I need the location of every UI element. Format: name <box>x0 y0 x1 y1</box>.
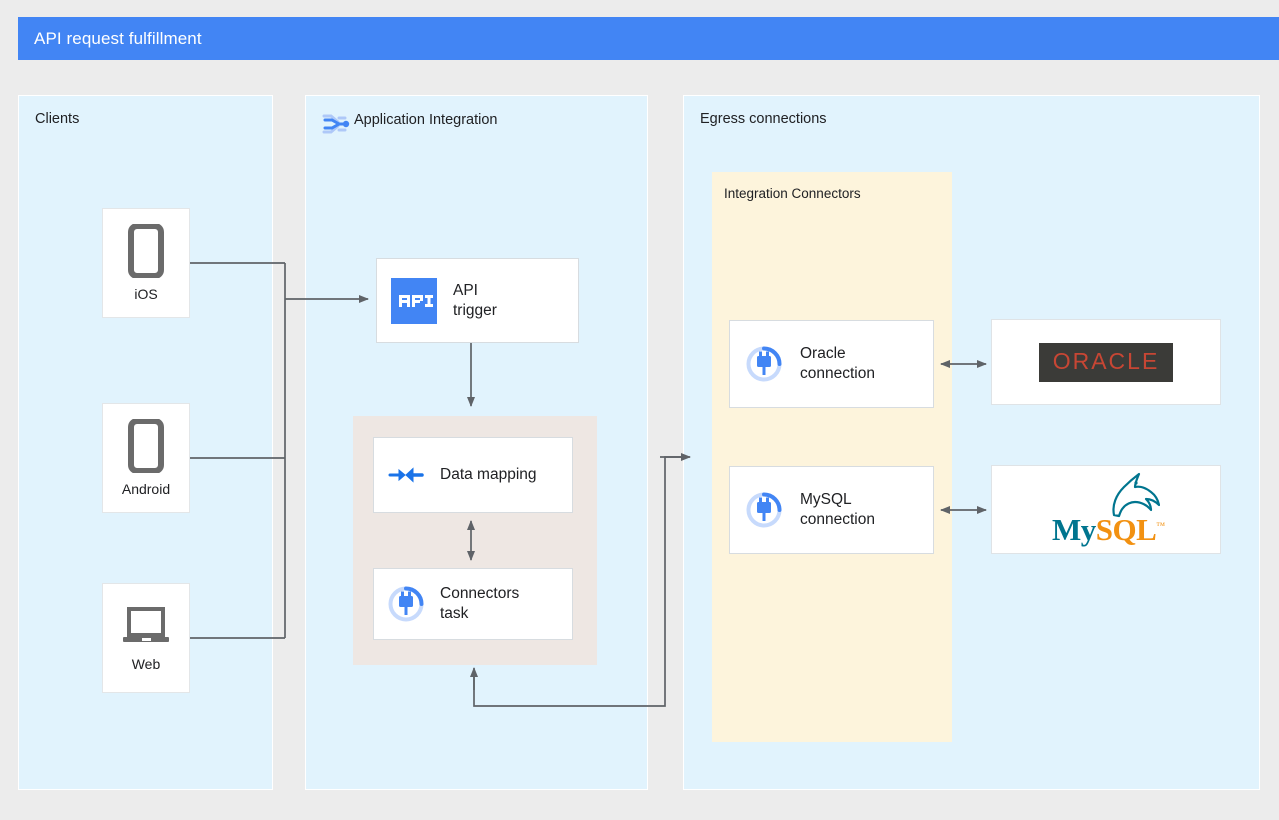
page-title: API request fulfillment <box>34 28 202 48</box>
oracle-logo: ORACLE <box>1038 342 1174 382</box>
client-card-android[interactable]: Android <box>102 403 190 513</box>
laptop-icon <box>120 604 172 648</box>
client-label: Web <box>131 656 161 672</box>
header-bar: API request fulfillment <box>18 17 1279 60</box>
oracle-wordmark: ORACLE <box>1052 347 1160 374</box>
data-mapping-icon <box>388 459 424 491</box>
group-integration-connectors-label: Integration Connectors <box>724 186 861 201</box>
dolphin-icon <box>1102 471 1161 521</box>
panel-egress-label: Egress connections <box>700 111 827 127</box>
phone-icon <box>126 419 166 473</box>
node-connectors-task[interactable]: Connectors task <box>373 568 573 640</box>
api-icon <box>391 277 437 324</box>
connector-plug-icon <box>744 344 784 384</box>
node-mysql-connection-label: MySQL connection <box>800 491 875 528</box>
system-oracle: ORACLE <box>991 319 1221 405</box>
system-mysql: MySQL™ <box>991 465 1221 554</box>
mysql-logo: MySQL™ <box>1050 471 1165 547</box>
node-data-mapping-label: Data mapping <box>440 466 537 484</box>
mysql-wordmark: MySQL™ <box>1052 514 1165 545</box>
client-card-ios[interactable]: iOS <box>102 208 190 318</box>
panel-application-integration-label: Application Integration <box>354 112 498 128</box>
application-integration-icon <box>320 108 352 140</box>
connector-plug-icon <box>386 584 426 624</box>
connector-plug-icon <box>744 490 784 530</box>
node-connectors-task-label: Connectors task <box>440 585 520 622</box>
client-label: iOS <box>134 286 158 302</box>
node-oracle-connection[interactable]: Oracle connection <box>729 320 934 408</box>
client-card-web[interactable]: Web <box>102 583 190 693</box>
panel-clients-label: Clients <box>35 111 80 127</box>
node-mysql-connection[interactable]: MySQL connection <box>729 466 934 554</box>
mysql-trademark: ™ <box>1156 520 1165 531</box>
node-data-mapping[interactable]: Data mapping <box>373 437 573 513</box>
phone-icon <box>126 224 166 278</box>
group-integration-connectors: Integration Connectors <box>712 172 952 742</box>
mysql-my-text: My <box>1052 511 1096 547</box>
mysql-sql-text: SQL <box>1095 511 1157 547</box>
client-label: Android <box>121 481 171 497</box>
node-api-trigger-label: API trigger <box>453 281 497 319</box>
node-oracle-connection-label: Oracle connection <box>800 345 875 382</box>
node-api-trigger[interactable]: API trigger <box>376 258 579 343</box>
